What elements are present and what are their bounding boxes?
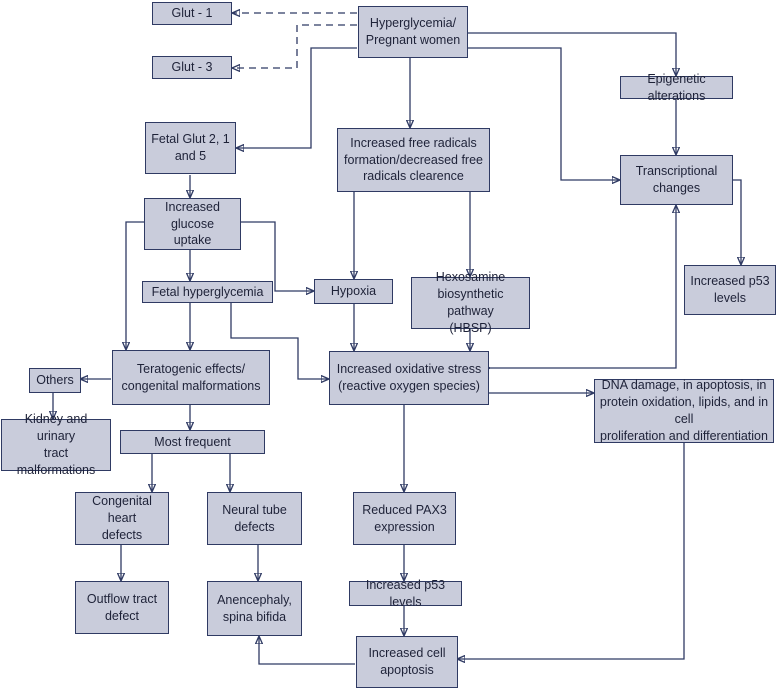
node-reduced-pax3: Reduced PAX3 expression [353, 492, 456, 545]
node-glut-3: Glut - 3 [152, 56, 232, 79]
node-free-radicals: Increased free radicals formation/decrea… [337, 128, 490, 192]
node-anencephaly-spina-bifida: Anencephaly, spina bifida [207, 581, 302, 636]
edge-hyper-to-transcriptional [468, 47, 619, 180]
node-oxidative-stress: Increased oxidative stress (reactive oxy… [329, 351, 489, 405]
node-congenital-heart-defects: Congenital heart defects [75, 492, 169, 545]
node-most-frequent: Most frequent [120, 430, 265, 454]
edge-hyper-to-epigen [468, 32, 676, 75]
node-hbsp: Hexosamine biosynthetic pathway (HBSP) [411, 270, 530, 335]
node-outflow-tract-defect: Outflow tract defect [75, 581, 169, 634]
edge-uptake-to-teratogenic [126, 221, 144, 349]
node-fetal-hyperglycemia: Fetal hyperglycemia [142, 281, 273, 303]
node-transcriptional-changes: Transcriptional changes [620, 155, 733, 205]
edge-oxidative-transcriptional [489, 206, 676, 368]
node-increased-p53-levels-right: Increased p53 levels [684, 265, 776, 315]
node-neural-tube-defects: Neural tube defects [207, 492, 302, 545]
node-glut-1: Glut - 1 [152, 2, 232, 25]
edge-transcriptional-to-p53 [733, 179, 741, 264]
edge-apoptosis-to-anencephaly [259, 637, 355, 665]
node-increased-p53-levels-mid: Increased p53 levels [349, 578, 462, 609]
node-hyperglycemia: Hyperglycemia/ Pregnant women [358, 6, 468, 58]
node-epigenetic-alterations: Epigenetic alterations [620, 72, 733, 103]
edge-hyper-to-fetal-glut [237, 47, 357, 148]
node-hypoxia: Hypoxia [314, 279, 393, 304]
node-increased-glucose-uptake: Increased glucose uptake [144, 198, 241, 250]
node-teratogenic-effects: Teratogenic effects/ congenital malforma… [112, 350, 270, 405]
node-fetal-glut: Fetal Glut 2, 1 and 5 [145, 122, 236, 174]
node-increased-cell-apoptosis: Increased cell apoptosis [356, 636, 458, 688]
node-dna-damage: DNA damage, in apoptosis, in protein oxi… [594, 378, 774, 443]
edge-uptake-to-hypoxia [241, 221, 313, 291]
node-kidney-malformations: Kidney and urinary tract malformations [1, 412, 111, 477]
edge-fetal-hyper-to-oxidative [230, 303, 328, 379]
node-others: Others [29, 368, 81, 393]
edge-hyper-to-glut3 [233, 24, 357, 68]
edge-dna-to-apoptosis [458, 443, 685, 659]
